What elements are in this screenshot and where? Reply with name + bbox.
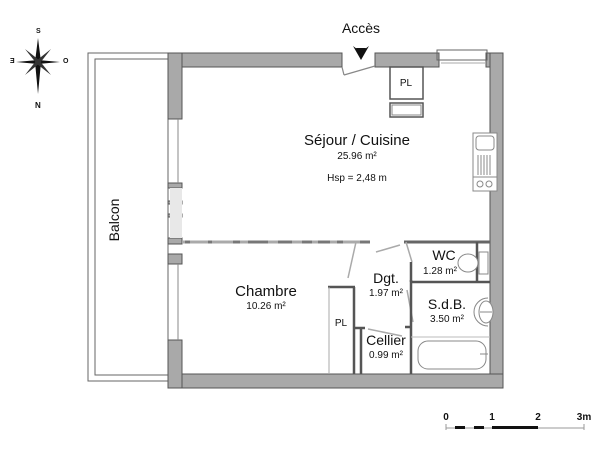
room-name-cellier: Cellier xyxy=(366,332,406,348)
balcony-outline xyxy=(87,52,169,382)
entrance-label: Accès xyxy=(341,20,381,36)
room-area-cellier: 0.99 m² xyxy=(369,350,403,361)
room-name-wc: WC xyxy=(432,247,456,263)
room-name-dgt: Dgt. xyxy=(373,270,399,286)
compass-west-label: O xyxy=(63,58,69,65)
wc-toilet xyxy=(457,251,489,275)
room-area-chambre: 10.26 m² xyxy=(246,301,286,312)
room-name-balcon: Balcon xyxy=(106,198,122,242)
scale-tick-0: 0 xyxy=(443,412,449,423)
room-area-dgt: 1.97 m² xyxy=(369,288,403,299)
kitchen-unit xyxy=(472,132,498,192)
scale-tick-3m: 3m xyxy=(576,412,592,423)
sdb-sink xyxy=(473,297,494,327)
entrance-door xyxy=(341,65,376,76)
scale-bar xyxy=(445,424,585,430)
internal-walls xyxy=(328,242,490,374)
scale-tick-2: 2 xyxy=(535,412,541,423)
room-area-sejour: 25.96 m² xyxy=(337,151,377,162)
bathtub xyxy=(411,336,490,370)
closet-label-chambre: PL xyxy=(334,318,348,329)
room-name-sejour: Séjour / Cuisine xyxy=(304,132,410,149)
closet-label-top: PL xyxy=(399,78,413,89)
compass-south-label: S xyxy=(36,28,41,35)
room-area-wc: 1.28 m² xyxy=(423,266,457,277)
ceiling-height: Hsp = 2,48 m xyxy=(327,173,387,184)
room-name-sdb: S.d.B. xyxy=(427,296,467,312)
room-area-sdb: 3.50 m² xyxy=(430,314,464,325)
room-name-chambre: Chambre xyxy=(235,283,297,300)
compass-east-label: E xyxy=(10,58,15,65)
exterior-walls xyxy=(167,52,504,389)
compass-north-label: N xyxy=(35,101,41,110)
scale-tick-1: 1 xyxy=(489,412,495,423)
compass-rose xyxy=(16,38,60,94)
